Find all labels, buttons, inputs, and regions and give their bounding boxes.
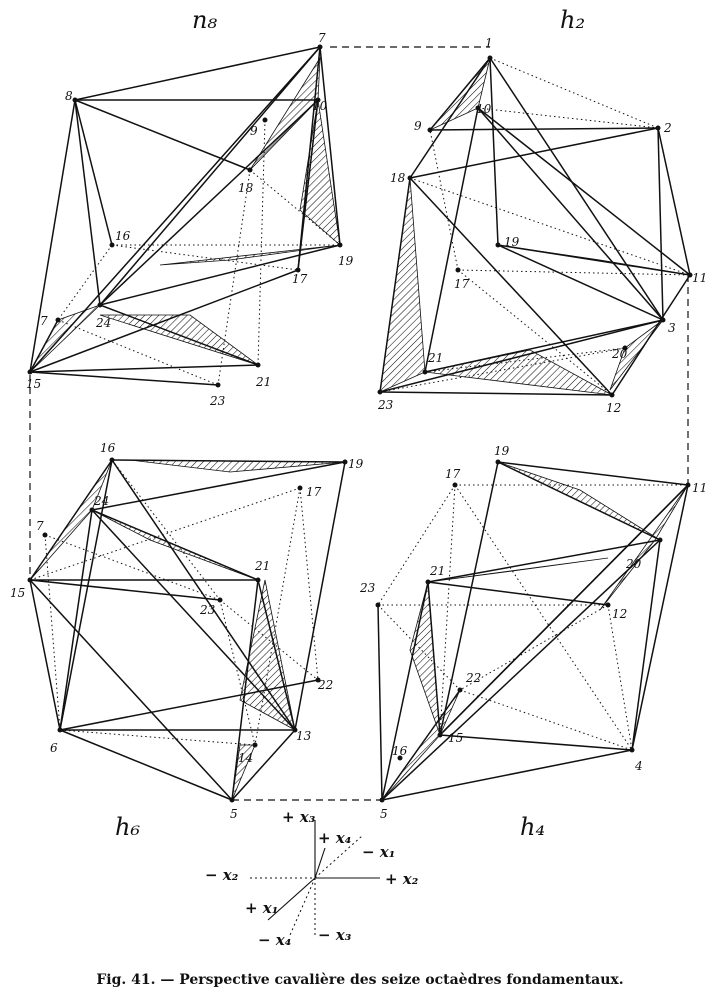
svg-text:7: 7 [36, 519, 44, 533]
panel-n8-label: n₈ [192, 6, 217, 34]
svg-text:12: 12 [612, 607, 627, 621]
axis-minus-x2: − x₂ [205, 866, 239, 884]
svg-text:18: 18 [390, 171, 406, 185]
svg-text:8: 8 [65, 89, 73, 103]
svg-text:20: 20 [625, 557, 642, 571]
svg-text:16: 16 [100, 441, 116, 455]
svg-text:19: 19 [348, 457, 364, 471]
svg-text:9: 9 [250, 124, 258, 138]
svg-text:7: 7 [40, 314, 48, 328]
svg-text:14: 14 [238, 751, 253, 765]
svg-text:10: 10 [476, 102, 492, 116]
panel-h2-edges [379, 57, 691, 396]
svg-text:19: 19 [504, 235, 520, 249]
svg-text:16: 16 [115, 229, 131, 243]
svg-text:16: 16 [392, 744, 408, 758]
svg-text:23: 23 [209, 394, 226, 408]
svg-text:9: 9 [414, 119, 422, 133]
svg-text:6: 6 [50, 741, 58, 755]
svg-text:15: 15 [448, 731, 463, 745]
svg-text:24: 24 [93, 494, 109, 508]
axis-minus-x3: − x₃ [318, 926, 352, 944]
svg-text:21: 21 [429, 564, 445, 578]
svg-text:17: 17 [292, 272, 308, 286]
svg-text:7: 7 [318, 31, 326, 45]
svg-text:11: 11 [692, 271, 707, 285]
svg-text:1: 1 [485, 36, 493, 50]
svg-text:17: 17 [306, 485, 322, 499]
panel-n8-edges [29, 46, 341, 386]
panel-h6-edges [29, 459, 346, 801]
svg-text:17: 17 [445, 467, 461, 481]
axis-minus-x4: − x₄ [258, 931, 291, 949]
svg-text:12: 12 [606, 401, 621, 415]
svg-text:4: 4 [634, 759, 643, 773]
panel-h4-label: h₄ [520, 813, 545, 841]
axis-plus-x2: + x₂ [385, 870, 419, 888]
svg-text:21: 21 [427, 351, 443, 365]
figure-caption: Fig. 41. — Perspective cavalière des sei… [96, 972, 624, 988]
panel-h2-vertices: 1 2 9 10 18 19 17 11 3 20 21 23 12 [377, 36, 707, 415]
svg-text:18: 18 [238, 181, 254, 195]
panel-h4-edges [377, 461, 689, 801]
svg-text:11: 11 [692, 481, 707, 495]
svg-text:15: 15 [26, 377, 41, 391]
svg-text:19: 19 [494, 444, 510, 458]
panel-h6-vertices: 16 19 17 24 7 15 21 23 22 13 14 6 5 [10, 441, 364, 821]
svg-text:10: 10 [312, 99, 328, 113]
svg-text:13: 13 [296, 729, 312, 743]
svg-text:5: 5 [230, 807, 238, 821]
panel-h6-label: h₆ [115, 813, 140, 841]
svg-text:22: 22 [317, 678, 333, 692]
svg-text:23: 23 [359, 581, 376, 595]
axis-plus-x4: + x₄ [318, 829, 351, 847]
svg-text:19: 19 [338, 254, 354, 268]
panel-h2-label: h₂ [560, 6, 585, 34]
svg-text:23: 23 [377, 398, 394, 412]
svg-text:22: 22 [465, 671, 481, 685]
panel-h4-vertices: 19 17 11 20 21 23 12 22 15 16 4 5 [359, 444, 707, 821]
svg-text:3: 3 [668, 321, 676, 335]
svg-text:21: 21 [254, 559, 270, 573]
svg-text:2: 2 [663, 121, 672, 135]
svg-text:15: 15 [10, 586, 25, 600]
axis-minus-x1: − x₁ [362, 843, 395, 861]
svg-text:5: 5 [380, 807, 388, 821]
axis-plus-x3: + x₃ [282, 808, 316, 826]
axis-plus-x1: + x₁ [245, 899, 278, 917]
connecting-frame [29, 46, 689, 801]
svg-text:20: 20 [611, 347, 628, 361]
panel-h4: h₄ [359, 444, 707, 841]
svg-text:24: 24 [95, 316, 111, 330]
panel-h2: h₂ [377, 6, 707, 415]
svg-text:21: 21 [255, 375, 271, 389]
axis-cross: + x₃ + x₄ − x₁ − x₂ + x₂ + x₁ − x₄ − x₃ [205, 808, 419, 949]
svg-text:17: 17 [454, 277, 470, 291]
panel-n8: n₈ [26, 6, 354, 408]
svg-text:23: 23 [199, 603, 216, 617]
panel-n8-vertices: 7 8 9 10 16 17 18 19 21 23 24 7 15 [26, 31, 354, 408]
panel-h6: h₆ [10, 441, 364, 841]
